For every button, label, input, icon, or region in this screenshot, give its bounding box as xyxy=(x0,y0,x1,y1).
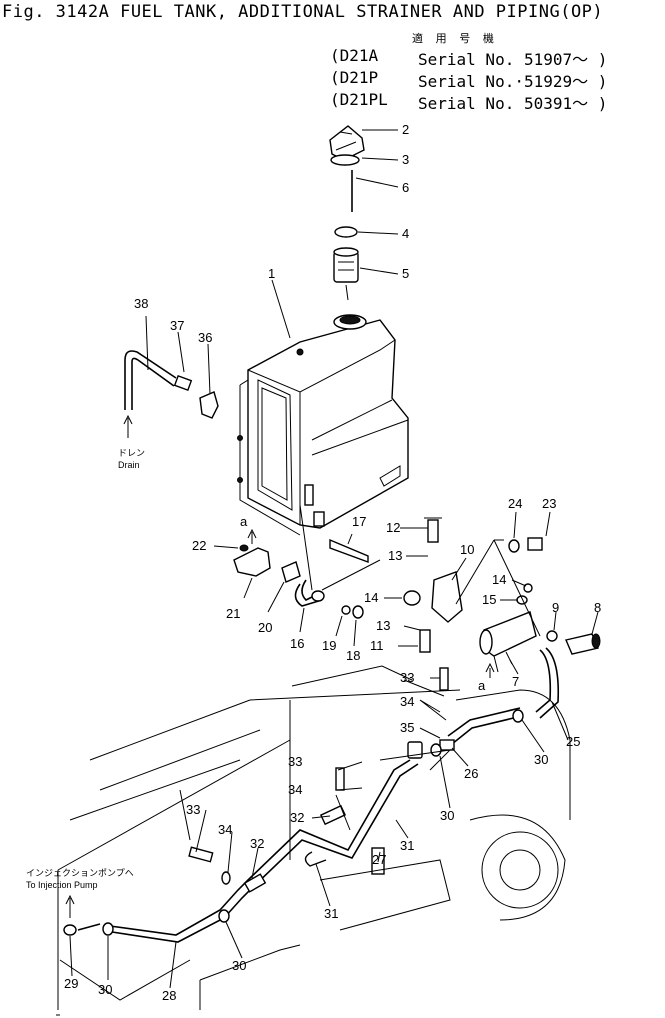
callout-14b: 14 xyxy=(492,572,506,587)
callout-8: 8 xyxy=(594,600,601,615)
callout-14: 14 xyxy=(364,590,378,605)
valve-assembly xyxy=(233,504,381,619)
serial-d21a: Serial No. 51907～ xyxy=(418,50,589,69)
callout-20: 20 xyxy=(258,620,272,635)
drain-label-jp: ドレン xyxy=(118,448,145,458)
drain-label: Drain xyxy=(118,460,140,470)
model-d21a: D21A xyxy=(339,46,379,65)
engine-frame-outline xyxy=(56,665,571,1016)
callout-30b: 30 xyxy=(232,958,246,973)
callout-33a: 33 xyxy=(186,802,200,817)
callout-7: 7 xyxy=(512,674,519,689)
serial-row-2: Serial No.·51929～ ) xyxy=(418,72,608,91)
callout-13: 13 xyxy=(388,548,402,563)
callout-23: 23 xyxy=(542,496,556,511)
callout-34c: 34 xyxy=(400,694,414,709)
callout-32a: 32 xyxy=(250,836,264,851)
callout-27: 27 xyxy=(372,852,386,867)
callout-16: 16 xyxy=(290,636,304,651)
callout-38: 38 xyxy=(134,296,148,311)
ref-a-upper: a xyxy=(240,514,248,529)
callout-28: 28 xyxy=(162,988,176,1003)
callout-31a: 31 xyxy=(324,906,338,921)
callout-1: 1 xyxy=(268,266,275,281)
callout-33b: 33 xyxy=(288,754,302,769)
pump-arrow xyxy=(65,894,75,918)
serial-d21pl: Serial No. 50391～ xyxy=(418,94,589,113)
filler-cap-assembly xyxy=(329,125,365,301)
callout-10: 10 xyxy=(460,542,474,557)
callout-22: 22 xyxy=(192,538,206,553)
callout-26: 26 xyxy=(464,766,478,781)
ref-a-arrow-lower xyxy=(485,662,495,678)
callout-3: 3 xyxy=(402,152,409,167)
callout-37: 37 xyxy=(170,318,184,333)
callout-32b: 32 xyxy=(290,810,304,825)
callout-9: 9 xyxy=(552,600,559,615)
serial-row-1: Serial No. 51907～ ) xyxy=(418,50,608,69)
callout-18: 18 xyxy=(346,648,360,663)
callout-34a: 34 xyxy=(218,822,232,837)
callout-31b: 31 xyxy=(400,838,414,853)
leader-lines xyxy=(69,129,599,989)
callout-30d: 30 xyxy=(534,752,548,767)
strainer-assembly xyxy=(403,517,601,673)
callout-5: 5 xyxy=(402,266,409,281)
callout-36: 36 xyxy=(198,330,212,345)
callout-13b: 13 xyxy=(376,618,390,633)
model-d21pl: D21PL xyxy=(339,90,388,109)
callout-25: 25 xyxy=(566,734,580,749)
callout-6: 6 xyxy=(402,180,409,195)
pump-label-jp: インジェクションポンプへ xyxy=(26,868,134,878)
callout-30a: 30 xyxy=(98,982,112,997)
pump-label: To Injection Pump xyxy=(26,880,98,890)
callout-11: 11 xyxy=(370,638,384,653)
applicability-label-jp: 適 用 号 機 xyxy=(412,32,497,45)
applicability-row-2: (D21P xyxy=(330,68,379,87)
applicability-row-3: (D21PL xyxy=(330,90,388,109)
callout-12: 12 xyxy=(386,520,400,535)
callout-30c: 30 xyxy=(440,808,454,823)
fuel-tank xyxy=(237,314,409,536)
callout-19: 19 xyxy=(322,638,336,653)
callout-29: 29 xyxy=(64,976,78,991)
figure-title: Fig. 3142A FUEL TANK, ADDITIONAL STRAINE… xyxy=(2,2,604,22)
applicability-row-1: (D21A xyxy=(330,46,379,65)
callout-numbers: 1 2 3 4 5 6 7 8 9 10 11 12 13 14 13 15 1… xyxy=(64,122,601,1003)
callout-24: 24 xyxy=(508,496,522,511)
callout-33c: 33 xyxy=(400,670,414,685)
callout-4: 4 xyxy=(402,226,409,241)
serial-d21p: Serial No.·51929～ xyxy=(418,72,589,91)
callout-35: 35 xyxy=(400,720,414,735)
callout-21: 21 xyxy=(226,606,240,621)
callout-17: 17 xyxy=(352,514,366,529)
ref-a-lower: a xyxy=(478,678,486,693)
drain-assembly xyxy=(123,350,219,438)
serial-row-3: Serial No. 50391～ ) xyxy=(418,94,608,113)
callout-34b: 34 xyxy=(288,782,302,797)
ref-a-arrow-upper xyxy=(247,528,257,544)
callout-15: 15 xyxy=(482,592,496,607)
model-d21p: D21P xyxy=(339,68,379,87)
callout-2: 2 xyxy=(402,122,409,137)
